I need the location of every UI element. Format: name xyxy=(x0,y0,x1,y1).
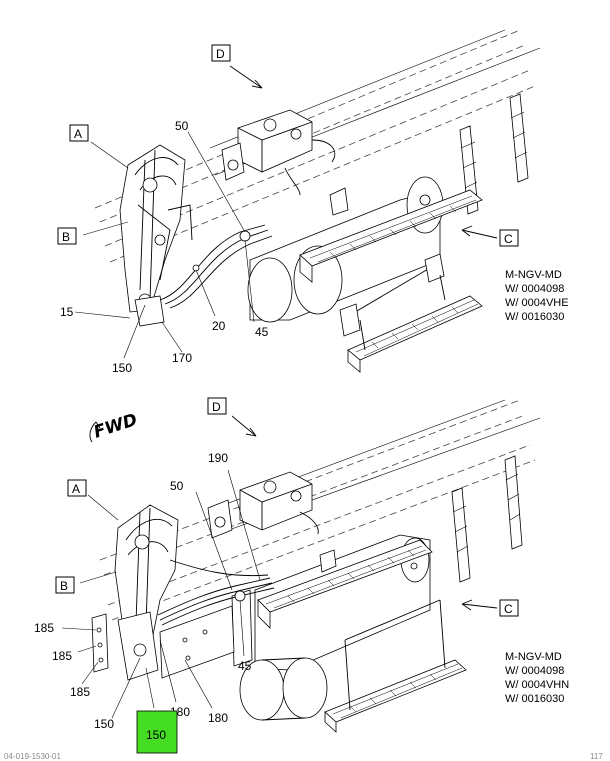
top-view-letter-d-box xyxy=(211,44,231,62)
top-view-letter-d: D xyxy=(216,47,225,61)
drawing-number: 04-019-1530-01 xyxy=(4,752,61,761)
top-assembly-view: A B C D 50 15 20 45 150 170 M-NGV-MD W/ … xyxy=(57,29,569,375)
bottom-callout-50: 50 xyxy=(170,479,184,493)
bottom-spec-block: M-NGV-MD W/ 0004098 W/ 0004VHN W/ 001603… xyxy=(505,651,569,705)
forward-label: FWD xyxy=(91,410,139,443)
bottom-valve-assembly xyxy=(207,471,319,539)
forward-arrow-icon xyxy=(89,421,101,443)
bottom-spec-line: W/ 0004VHN xyxy=(505,679,569,691)
top-view-letters: A B C D xyxy=(57,44,519,247)
page-number: 117 xyxy=(590,752,603,761)
bottom-view-letter-b: B xyxy=(60,579,68,593)
bottom-view-letter-b-box xyxy=(55,576,75,594)
top-callout-150: 150 xyxy=(112,361,132,375)
bottom-callout-180: 180 xyxy=(208,711,228,725)
bottom-frame-rails xyxy=(99,399,541,621)
bottom-callout-150: 150 xyxy=(94,717,114,731)
bottom-view-letter-a: A xyxy=(72,482,80,496)
forward-direction-indicator: FWD xyxy=(89,410,140,443)
bottom-view-letter-c: C xyxy=(504,602,513,616)
top-view-letter-a-box xyxy=(69,124,89,142)
top-valve-assembly xyxy=(221,109,336,196)
bottom-view-letters: A B C D xyxy=(55,397,519,617)
bottom-hose-routing xyxy=(157,559,275,626)
bottom-tank-ends xyxy=(239,657,328,721)
top-spec-line: W/ 0004098 xyxy=(505,283,564,295)
top-leader-lines xyxy=(74,65,498,359)
bottom-step-upper xyxy=(257,539,433,629)
highlight-box[interactable] xyxy=(136,710,178,754)
bottom-spec-line: W/ 0016030 xyxy=(505,693,564,705)
top-view-letter-b-box xyxy=(57,227,77,245)
top-ladder-brackets xyxy=(459,93,529,215)
top-callout-170: 170 xyxy=(172,351,192,365)
top-callout-20: 20 xyxy=(212,319,226,333)
top-view-letter-a: A xyxy=(74,127,82,141)
bottom-assembly-view: A B C D 190 50 185 185 185 45 150 180 18… xyxy=(34,397,569,754)
top-step-lower xyxy=(347,274,483,373)
top-callout-50: 50 xyxy=(175,119,189,133)
top-bracket-assembly xyxy=(119,144,193,327)
bottom-spec-line: M-NGV-MD xyxy=(505,651,562,663)
bottom-callout-45: 45 xyxy=(238,659,252,673)
top-spec-line: W/ 0004VHE xyxy=(505,297,569,309)
top-view-letter-c: C xyxy=(504,232,513,246)
bottom-ladder-brackets xyxy=(451,455,523,583)
highlighted-part-callout[interactable]: 150 xyxy=(136,710,178,754)
top-cng-tanks xyxy=(247,176,445,337)
bottom-view-letter-d-box xyxy=(207,397,227,415)
bottom-leader-lines xyxy=(61,415,498,719)
bottom-callout-185: 185 xyxy=(70,685,90,699)
top-callout-45: 45 xyxy=(255,325,269,339)
top-spec-line: M-NGV-MD xyxy=(505,269,562,281)
top-step-upper xyxy=(299,189,483,283)
highlighted-callout-150[interactable]: 150 xyxy=(146,728,166,742)
bottom-view-letter-d: D xyxy=(212,400,221,414)
bottom-view-letter-a-box xyxy=(67,479,87,497)
bottom-spec-line: W/ 0004098 xyxy=(505,665,564,677)
top-callouts: 50 15 20 45 150 170 xyxy=(60,119,269,375)
top-hose-routing xyxy=(159,224,273,309)
bottom-step-lower xyxy=(324,599,467,733)
top-view-letter-b: B xyxy=(62,230,70,244)
top-view-letter-c-box xyxy=(499,229,519,247)
footer: 04-019-1530-01 117 xyxy=(4,752,603,761)
top-callout-15: 15 xyxy=(60,305,74,319)
bottom-callout-185: 185 xyxy=(34,621,54,635)
top-spec-line: W/ 0016030 xyxy=(505,311,564,323)
top-spec-block: M-NGV-MD W/ 0004098 W/ 0004VHE W/ 001603… xyxy=(505,269,569,323)
bottom-bracket-assembly xyxy=(91,504,235,681)
bottom-view-letter-c-box xyxy=(499,599,519,617)
bottom-callout-185: 185 xyxy=(52,649,72,663)
bottom-callout-190: 190 xyxy=(208,451,228,465)
